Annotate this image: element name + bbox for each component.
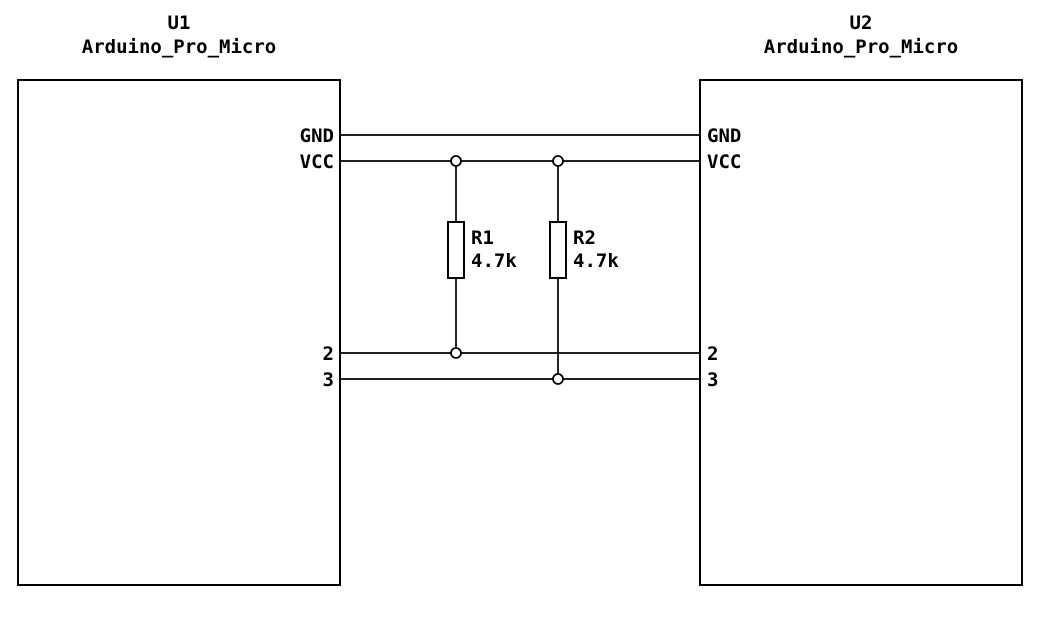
u2-value-label: Arduino_Pro_Micro xyxy=(764,36,958,58)
r1-value-label: 4.7k xyxy=(471,250,517,272)
junction-dot-vcc-r2 xyxy=(552,155,564,167)
u2-pin-2-label: 2 xyxy=(707,343,718,365)
u1-pin-gnd-label: GND xyxy=(300,125,334,147)
u2-pin-gnd-label: GND xyxy=(707,125,741,147)
u2-pin-vcc-label: VCC xyxy=(707,151,741,173)
r2-value-label: 4.7k xyxy=(573,250,619,272)
u2-symbol-body xyxy=(699,79,1023,586)
u2-ref-label: U2 xyxy=(850,12,873,34)
r1-resistor-body xyxy=(447,221,465,279)
component-u1: U1 Arduino_Pro_Micro GND VCC 2 3 xyxy=(17,12,341,586)
junction-dot-pin3-r2 xyxy=(552,373,564,385)
component-r2: R2 4.7k xyxy=(549,161,619,379)
junction-dot-vcc-r1 xyxy=(450,155,462,167)
component-r1: R1 4.7k xyxy=(447,161,517,353)
u2-pin-3-label: 3 xyxy=(707,369,718,391)
u1-pin-2-label: 2 xyxy=(323,343,334,365)
junction-dot-pin2-r1 xyxy=(450,347,462,359)
u1-value-label: Arduino_Pro_Micro xyxy=(82,36,276,58)
r2-ref-label: R2 xyxy=(573,227,596,249)
u1-pin-3-label: 3 xyxy=(323,369,334,391)
u1-symbol-body xyxy=(17,79,341,586)
u1-ref-label: U1 xyxy=(168,12,191,34)
r2-resistor-body xyxy=(549,221,567,279)
r1-ref-label: R1 xyxy=(471,227,494,249)
component-u2: U2 Arduino_Pro_Micro GND VCC 2 3 xyxy=(699,12,1023,586)
u1-pin-vcc-label: VCC xyxy=(300,151,334,173)
